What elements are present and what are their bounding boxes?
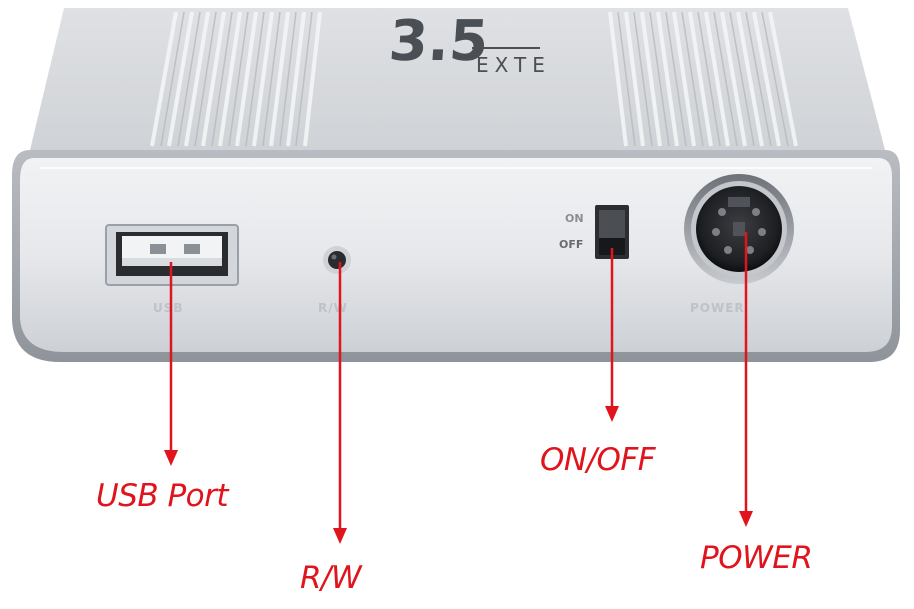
usb-arrow — [164, 262, 178, 466]
callout-power: POWER — [700, 540, 813, 576]
switch-on-label: ON — [565, 212, 584, 225]
rw-arrow — [333, 262, 347, 544]
switch-off-label: OFF — [559, 238, 583, 251]
power-arrow — [739, 232, 753, 527]
on-off-switch: ON OFF — [559, 205, 629, 259]
callout-rw: R/W — [300, 560, 362, 596]
callout-usb-port: USB Port — [96, 478, 229, 514]
usb-port: USB — [105, 224, 239, 315]
front-panel — [12, 150, 900, 362]
top-logo-text: EXTE — [476, 53, 551, 77]
top-logo: 3.5 EXTE — [387, 9, 551, 77]
enclosure-top — [30, 8, 885, 150]
on-off-arrow — [605, 248, 619, 422]
callout-on-off: ON/OFF — [540, 442, 656, 478]
power-port-label: POWER — [690, 301, 745, 315]
usb-port-label: USB — [153, 301, 184, 315]
top-logo-number: 3.5 — [387, 9, 491, 74]
callout-arrows — [164, 232, 753, 544]
power-port: POWER — [684, 174, 794, 315]
rw-indicator-label: R/W — [318, 301, 348, 315]
